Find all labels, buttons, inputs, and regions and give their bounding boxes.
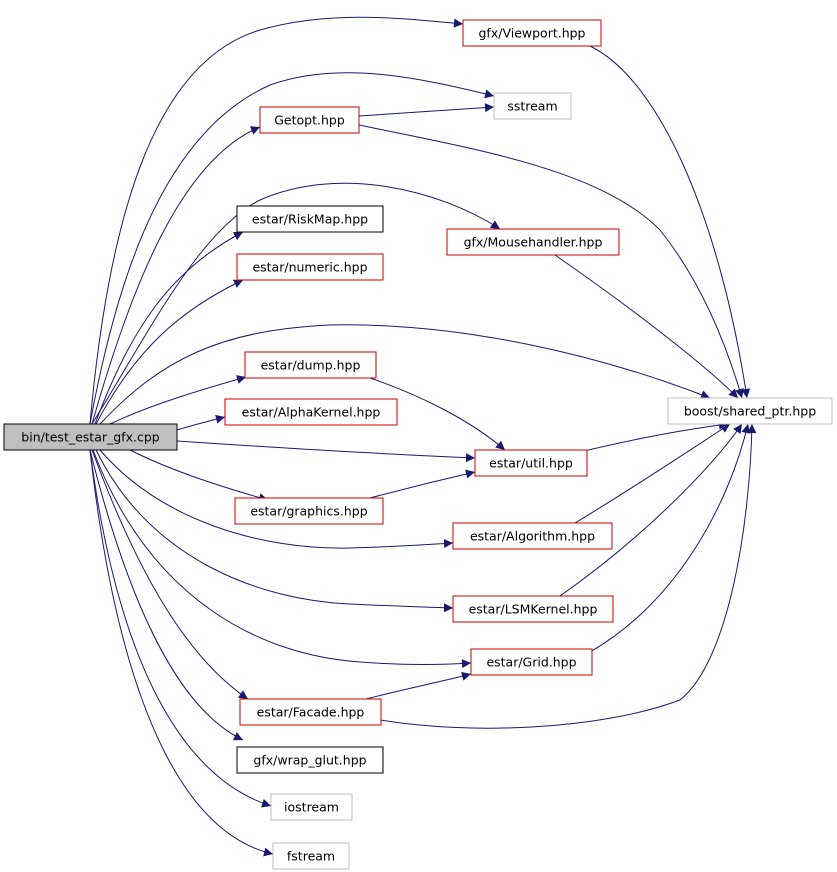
node-label: estar/graphics.hpp (250, 504, 367, 519)
edge-root-to-iostream (89, 449, 272, 808)
node-box (667, 397, 833, 425)
edge-graphics-to-util (369, 469, 476, 499)
node-fstream[interactable]: fstream (272, 842, 350, 870)
node-label: iostream (284, 800, 339, 815)
node-label: estar/LSMKernel.hpp (469, 602, 598, 617)
node-box (236, 205, 384, 233)
edge-root-to-dump (109, 375, 247, 425)
node-box (270, 793, 353, 821)
node-box (259, 106, 360, 134)
node-alphakernel[interactable]: estar/AlphaKernel.hpp (224, 398, 398, 426)
node-algorithm[interactable]: estar/Algorithm.hpp (452, 522, 613, 550)
node-util[interactable]: estar/util.hpp (474, 449, 588, 477)
edge-root-to-numeric (95, 279, 244, 425)
node-numeric[interactable]: estar/numeric.hpp (236, 253, 384, 281)
node-shared_ptr[interactable]: boost/shared_ptr.hpp (667, 397, 833, 425)
edge-root-to-shared_ptr (99, 324, 711, 425)
node-box (452, 522, 613, 550)
node-sstream[interactable]: sstream (493, 92, 572, 120)
node-box (462, 19, 602, 47)
node-label: boost/shared_ptr.hpp (684, 404, 816, 419)
edge-root-to-sstream (89, 72, 495, 425)
edge-root-to-algorithm (99, 449, 454, 549)
node-label: Getopt.hpp (274, 113, 345, 128)
node-box (236, 746, 384, 774)
node-box (446, 228, 620, 256)
node-facade[interactable]: estar/Facade.hpp (239, 698, 382, 726)
node-box (474, 449, 588, 477)
edge-root-to-lsmkernel (95, 449, 454, 613)
node-label: estar/Algorithm.hpp (470, 529, 595, 544)
node-graphics[interactable]: estar/graphics.hpp (234, 497, 384, 525)
node-riskmap[interactable]: estar/RiskMap.hpp (236, 205, 384, 233)
node-box (239, 698, 382, 726)
edge-root-to-riskmap (94, 231, 244, 425)
edge-dump-to-util (369, 377, 506, 451)
edge-root-to-getopt (91, 126, 261, 425)
node-label: estar/util.hpp (489, 456, 573, 471)
node-iostream[interactable]: iostream (270, 793, 353, 821)
node-lsmkernel[interactable]: estar/LSMKernel.hpp (452, 595, 614, 623)
edge-mousehandler-to-shared_ptr (554, 254, 739, 399)
edge-root-to-graphics (129, 449, 269, 502)
node-viewport[interactable]: gfx/Viewport.hpp (462, 19, 602, 47)
node-box (272, 842, 350, 870)
node-box (452, 595, 614, 623)
node-label: estar/RiskMap.hpp (252, 212, 368, 227)
node-wrap_glut[interactable]: gfx/wrap_glut.hpp (236, 746, 384, 774)
node-box (236, 253, 384, 281)
node-label: gfx/wrap_glut.hpp (253, 753, 366, 768)
node-label: bin/test_estar_gfx.cpp (21, 430, 159, 445)
node-box (493, 92, 572, 120)
edge-root-to-facade (91, 449, 249, 700)
node-box (234, 497, 384, 525)
node-label: estar/dump.hpp (261, 358, 361, 373)
node-label: fstream (287, 849, 335, 864)
node-label: sstream (507, 99, 557, 114)
edge-root-to-grid (92, 449, 472, 669)
node-label: estar/numeric.hpp (252, 260, 367, 275)
node-mousehandler[interactable]: gfx/Mousehandler.hpp (446, 228, 620, 256)
edge-root-to-alphakernel (176, 414, 226, 431)
edge-grid-to-shared_ptr (589, 423, 751, 653)
edge-root-to-fstream (89, 449, 274, 857)
edge-facade-to-grid (365, 671, 472, 700)
node-box (244, 351, 377, 379)
node-box (470, 648, 593, 676)
node-label: estar/AlphaKernel.hpp (242, 405, 381, 420)
edge-algorithm-to-shared_ptr (574, 423, 731, 524)
node-label: gfx/Viewport.hpp (479, 26, 586, 41)
edge-viewport-to-shared_ptr (589, 45, 751, 399)
node-grid[interactable]: estar/Grid.hpp (470, 648, 593, 676)
edge-root-to-wrap_glut (89, 449, 244, 741)
node-label: estar/Grid.hpp (486, 655, 576, 670)
edge-root-to-mousehandler (91, 182, 501, 425)
edge-getopt-to-shared_ptr (358, 124, 744, 399)
edge-root-to-util (176, 440, 476, 463)
edges-layer (89, 16, 757, 857)
node-root[interactable]: bin/test_estar_gfx.cpp (3, 423, 178, 451)
node-box (3, 423, 178, 451)
node-box (224, 398, 398, 426)
edge-facade-to-shared_ptr (379, 423, 757, 729)
node-getopt[interactable]: Getopt.hpp (259, 106, 360, 134)
edge-getopt-to-sstream (358, 103, 495, 117)
node-dump[interactable]: estar/dump.hpp (244, 351, 377, 379)
node-label: gfx/Mousehandler.hpp (464, 235, 603, 250)
edge-util-to-shared_ptr (579, 420, 729, 453)
node-label: estar/Facade.hpp (257, 705, 365, 720)
nodes-layer: bin/test_estar_gfx.cpp gfx/Viewport.hpp ss… (3, 19, 833, 870)
edge-root-to-viewport (89, 16, 464, 425)
edge-lsmkernel-to-shared_ptr (559, 423, 743, 597)
